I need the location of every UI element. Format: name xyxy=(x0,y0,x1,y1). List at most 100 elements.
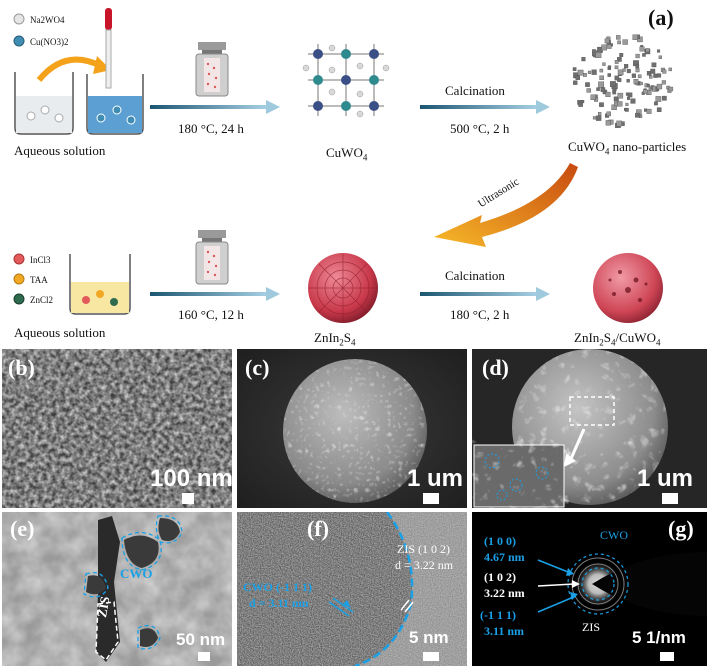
nanoparticle-cube xyxy=(610,81,616,88)
nanoparticle-cube xyxy=(622,68,626,72)
panel-e-scale-text: 50 nm xyxy=(176,630,226,649)
panel-f-scale-bar xyxy=(423,652,439,661)
nanoparticle-cube xyxy=(573,80,578,85)
nanoparticle-cube xyxy=(655,96,662,102)
beakers-mixing-illustration xyxy=(14,8,144,135)
znin2s4-cuwo4-sphere xyxy=(593,253,663,323)
nanoparticle-cube xyxy=(650,68,656,74)
nanoparticle-cube xyxy=(627,96,630,100)
beaker-precursor-illustration xyxy=(69,254,131,315)
nanoparticle-cube xyxy=(602,62,606,66)
nanoparticle-cube xyxy=(605,120,611,126)
nanoparticle-cube xyxy=(605,91,611,97)
nanoparticle-cube xyxy=(668,86,674,92)
nanoparticle-cube xyxy=(646,84,650,88)
product-cuwo4: CuWO4 xyxy=(326,145,368,163)
panel-f-zis-d: d = 3.22 nm xyxy=(395,558,454,572)
panel-f-zis-plane: ZIS (1 0 2) xyxy=(397,542,450,556)
nanoparticle-cube xyxy=(630,98,636,104)
incl3-dot-icon xyxy=(13,253,25,265)
nanoparticle-cube xyxy=(626,69,631,74)
znin2s4-sphere xyxy=(308,253,378,323)
product-composite: ZnIn2S4/CuWO4 xyxy=(574,330,661,348)
panel-b-scale-text: 100 nm xyxy=(150,465,232,492)
nanoparticle-cube xyxy=(635,64,640,69)
panel-b-scale-bar xyxy=(182,493,194,504)
nanoparticle-cube xyxy=(617,101,623,107)
bottom-left-caption: Aqueous solution xyxy=(14,325,106,340)
nanoparticle-cube xyxy=(617,40,621,45)
panel-d-scale-bar xyxy=(662,493,678,504)
nanoparticle-cube xyxy=(643,108,648,112)
nanoparticle-cube xyxy=(616,120,622,127)
nanoparticle-cube xyxy=(598,81,605,88)
sem-panel-d: (d) 1 um xyxy=(472,349,707,508)
nanoparticle-cube xyxy=(635,112,640,118)
nanoparticle-cube xyxy=(662,69,667,74)
panel-g-ring1-d: 4.67 nm xyxy=(484,550,525,564)
panel-g-ring2-plane: (1 0 2) xyxy=(484,570,516,584)
nanoparticle-cube xyxy=(600,87,606,92)
ultrasonic-arrow xyxy=(434,163,578,247)
nanoparticle-cube xyxy=(668,67,672,72)
nanoparticle-cube xyxy=(639,81,643,86)
nanoparticle-cube xyxy=(625,92,630,96)
nanoparticle-cube xyxy=(599,68,604,73)
nanoparticle-cube xyxy=(624,107,629,112)
panel-g-scale-bar xyxy=(660,652,674,661)
panel-f-cwo-d: d = 3.11 nm xyxy=(249,596,309,610)
nanoparticle-cube xyxy=(625,102,629,106)
taa-dot-icon xyxy=(13,273,25,285)
nanoparticle-cube xyxy=(585,82,590,87)
cuno3-dot-icon xyxy=(13,35,25,47)
step-180c-24h: 180 °C, 24 h xyxy=(178,121,244,136)
nanoparticle-cube xyxy=(604,38,610,44)
nanoparticle-cube xyxy=(653,73,658,78)
hrtem-image xyxy=(237,512,467,666)
nanoparticle-cube xyxy=(598,112,602,116)
sem-panel-c: (c) 1 um xyxy=(237,349,467,508)
nanoparticle-cube xyxy=(607,73,612,77)
tem-image xyxy=(2,512,232,666)
product-cuwo4-nanoparticles: CuWO4 nano-particles xyxy=(568,139,687,157)
sem-microsphere-image xyxy=(237,349,467,508)
nanoparticle-cube xyxy=(653,101,658,106)
arrow-hydrothermal-1 xyxy=(150,100,280,114)
autoclave-icon xyxy=(195,42,229,97)
step-180c-2h: 180 °C, 2 h xyxy=(450,307,510,322)
panel-f-label: (f) xyxy=(307,516,329,541)
panel-g-label: (g) xyxy=(668,516,694,541)
nanoparticle-cube xyxy=(614,75,620,81)
nanoparticle-cube xyxy=(632,34,638,40)
nanoparticle-cube xyxy=(643,89,648,94)
panel-g-ring3-d: 3.11 nm xyxy=(484,624,525,638)
schematic-panel-a: (a) Na2WO4 Cu(NO3)2 Aqueous solution xyxy=(12,5,687,348)
legend-cuno3: Cu(NO3)2 xyxy=(12,34,69,53)
nanoparticle-cube xyxy=(626,79,630,83)
nanoparticle-cube xyxy=(614,60,619,64)
legend-taa: TAA xyxy=(12,272,48,291)
top-left-caption: Aqueous solution xyxy=(14,143,106,158)
calcination-top-label: Calcination xyxy=(445,83,505,98)
legend-na2wo4: Na2WO4 xyxy=(12,12,65,31)
step-500c-2h: 500 °C, 2 h xyxy=(450,121,510,136)
nanoparticle-cube xyxy=(637,74,642,79)
nanoparticle-cube xyxy=(572,67,577,71)
hrtem-panel-f: (f) CWO (-1 1 1) d = 3.11 nm ZIS (1 0 2)… xyxy=(237,512,467,666)
panel-d-label: (d) xyxy=(482,355,509,380)
nanoparticle-cube xyxy=(617,92,624,99)
saed-pattern-image xyxy=(472,512,707,666)
panel-f-cwo-plane: CWO (-1 1 1) xyxy=(243,580,312,594)
nanoparticle-cube xyxy=(633,79,639,84)
nanoparticle-cube xyxy=(635,68,640,73)
nanoparticle-cube xyxy=(581,57,586,62)
arrow-calcination-1 xyxy=(420,100,550,114)
panel-g-cwo-label: CWO xyxy=(600,528,628,542)
nanoparticle-cube xyxy=(590,94,596,101)
nanoparticle-cube xyxy=(613,96,619,102)
nanoparticle-cube xyxy=(587,70,592,74)
arrow-calcination-2 xyxy=(420,287,550,301)
zncl2-dot-icon xyxy=(13,293,25,305)
nanoparticle-cube xyxy=(617,69,624,76)
nanoparticle-cube xyxy=(635,53,640,59)
